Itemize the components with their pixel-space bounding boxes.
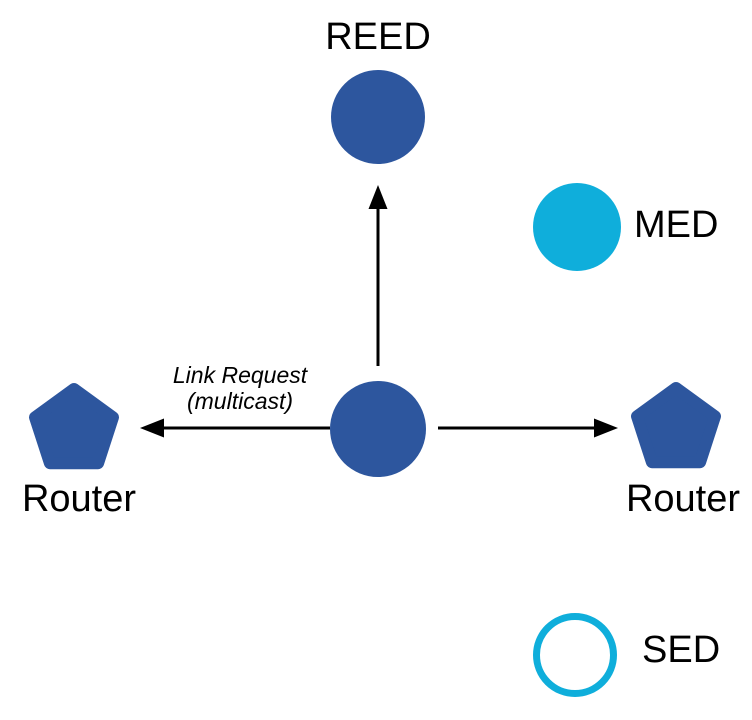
arrow-to-reed-head (368, 185, 388, 209)
link-request-message-line1: Link Request (172, 362, 308, 388)
link-request-message-label: Link Request (multicast) (173, 362, 307, 414)
arrow-to-router-left-head (140, 418, 164, 438)
sed-label: SED (642, 629, 721, 671)
router-right-node (631, 382, 721, 469)
router-right-label: Router (625, 478, 741, 520)
router-left-node (29, 383, 119, 470)
router-left-label: Router (21, 478, 137, 520)
sender-node (330, 381, 426, 477)
arrow-to-router-right-head (594, 418, 618, 438)
reed-label: REED (325, 16, 431, 58)
link-request-message-line2: (multicast) (186, 388, 294, 414)
sed-node (533, 613, 617, 697)
med-label: MED (634, 204, 719, 246)
arrow-to-router-left (140, 418, 330, 438)
med-node (533, 183, 621, 271)
arrow-to-router-right (438, 418, 618, 438)
reed-node (331, 70, 425, 164)
arrow-to-reed (368, 185, 388, 366)
